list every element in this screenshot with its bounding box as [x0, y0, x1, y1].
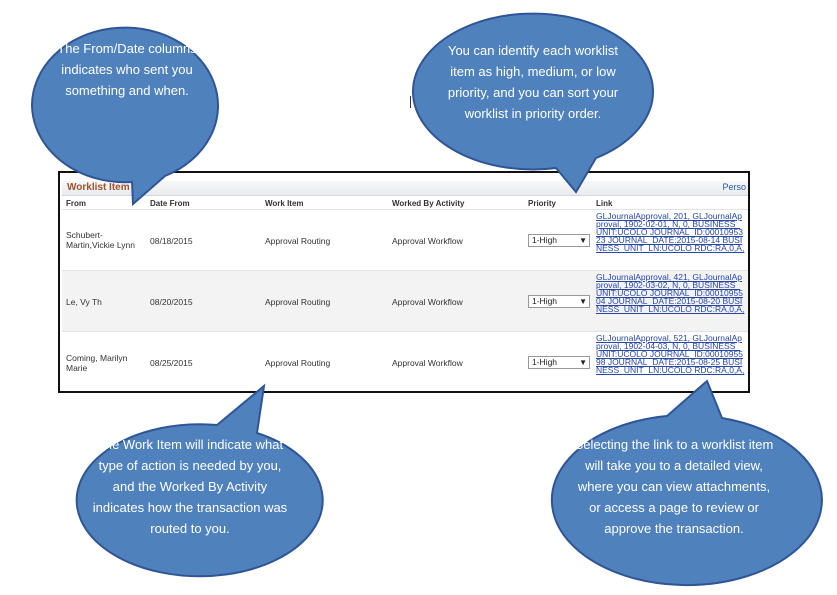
- callout-link-text: Selecting the link to a worklist item wi…: [574, 437, 774, 536]
- priority-value: 1-High: [532, 296, 558, 306]
- col-header-worked-by-activity[interactable]: Worked By Activity: [392, 199, 465, 208]
- callout-link-bubble: [550, 379, 823, 587]
- row-from: Le, Vy Th: [66, 297, 102, 307]
- col-header-date-from[interactable]: Date From: [150, 199, 190, 208]
- priority-value: 1-High: [532, 357, 558, 367]
- table-row: Schubert-Martin,Vickie Lynn 08/18/2015 A…: [62, 209, 748, 270]
- row-from: Schubert-Martin,Vickie Lynn: [66, 230, 135, 250]
- callout-from-date-text: The From/Date columns indicates who sent…: [57, 41, 197, 98]
- callout-priority-bubble: [411, 12, 654, 194]
- callout-priority: You can identify each worklist item as h…: [408, 10, 658, 200]
- callout-priority-text: You can identify each worklist item as h…: [447, 43, 619, 121]
- row-work-item: Approval Routing: [265, 236, 331, 246]
- callout-work-item-text: The Work Item will indicate what type of…: [92, 437, 288, 536]
- row-activity: Approval Workflow: [392, 236, 463, 246]
- col-header-from[interactable]: From: [66, 199, 86, 208]
- text-cursor: [410, 96, 411, 108]
- callout-work-item: The Work Item will indicate what type of…: [42, 378, 332, 578]
- row-date: 08/25/2015: [150, 358, 193, 368]
- callout-work-item-bubble: [75, 383, 324, 578]
- callout-from-date-bubble: [30, 26, 219, 207]
- priority-select[interactable]: 1-High ▼: [528, 234, 590, 247]
- row-work-item: Approval Routing: [265, 358, 331, 368]
- priority-value: 1-High: [532, 235, 558, 245]
- row-activity: Approval Workflow: [392, 358, 463, 368]
- dropdown-arrow-icon: ▼: [579, 236, 587, 245]
- callout-link: Selecting the link to a worklist item wi…: [522, 376, 823, 591]
- personalize-link[interactable]: Perso: [722, 182, 746, 192]
- worklist-link[interactable]: GLJournalApproval, 521, GLJournalApprova…: [596, 333, 745, 375]
- row-date: 08/18/2015: [150, 236, 193, 246]
- priority-select[interactable]: 1-High ▼: [528, 356, 590, 369]
- row-date: 08/20/2015: [150, 297, 193, 307]
- dropdown-arrow-icon: ▼: [579, 358, 587, 367]
- priority-select[interactable]: 1-High ▼: [528, 295, 590, 308]
- col-header-link[interactable]: Link: [596, 199, 613, 208]
- table-row: Coming, Marilyn Marie 08/25/2015 Approva…: [62, 331, 748, 391]
- callout-from-date: The From/Date columns indicates who sent…: [20, 16, 220, 207]
- col-header-work-item[interactable]: Work Item: [265, 199, 304, 208]
- row-activity: Approval Workflow: [392, 297, 463, 307]
- dropdown-arrow-icon: ▼: [579, 297, 587, 306]
- table-row: Le, Vy Th 08/20/2015 Approval Routing Ap…: [62, 270, 748, 331]
- col-header-priority[interactable]: Priority: [528, 199, 557, 208]
- worklist-link[interactable]: GLJournalApproval, 421, GLJournalApprova…: [596, 272, 745, 314]
- worklist-link[interactable]: GLJournalApproval, 201, GLJournalApprova…: [596, 211, 745, 253]
- row-work-item: Approval Routing: [265, 297, 331, 307]
- row-from: Coming, Marilyn Marie: [66, 353, 128, 373]
- grid-title: Worklist Item: [67, 182, 130, 193]
